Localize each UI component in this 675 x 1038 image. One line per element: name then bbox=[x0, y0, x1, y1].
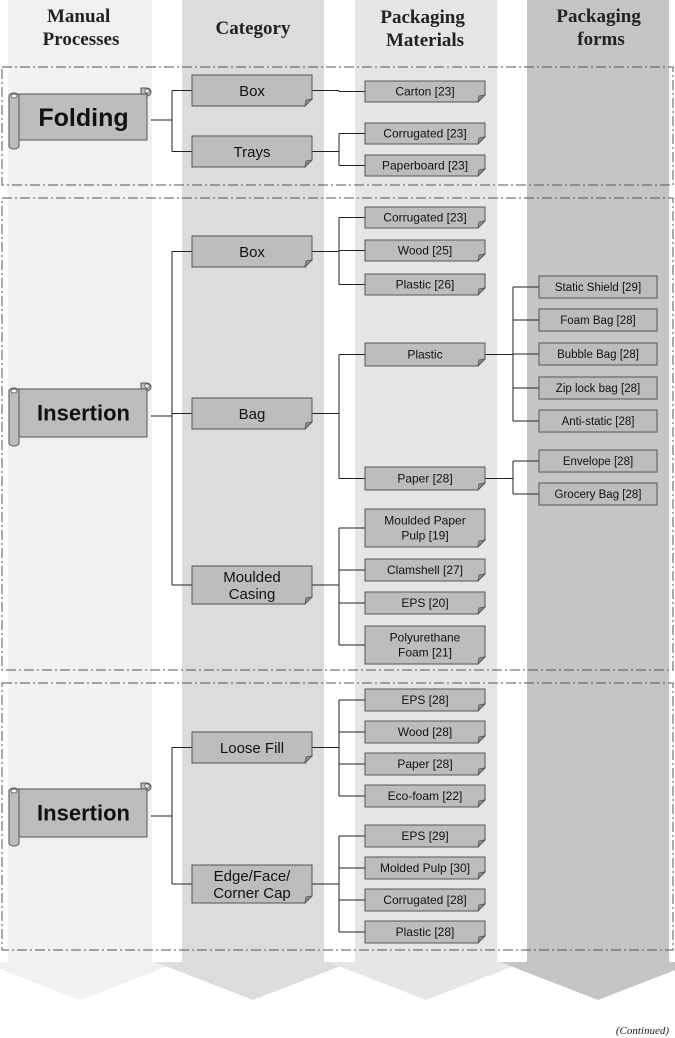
material-0-0-0-label: Carton [23] bbox=[395, 85, 454, 99]
continued-note: (Continued) bbox=[616, 1025, 669, 1037]
form-1-1-0-2-label: Bubble Bag [28] bbox=[557, 349, 639, 361]
material-2-1-0-label: EPS [29] bbox=[401, 829, 448, 843]
form-1-1-1-1-label: Grocery Bag [28] bbox=[555, 489, 642, 501]
form-1-1-0-1-label: Foam Bag [28] bbox=[560, 315, 635, 327]
process-0: Folding bbox=[8, 87, 152, 150]
category-0-1-label: Trays bbox=[234, 144, 271, 161]
category-1-0-label: Box bbox=[239, 244, 265, 261]
material-1-1-1-label: Paper [28] bbox=[397, 472, 452, 486]
material-2-0-1: Wood [28] bbox=[364, 720, 487, 745]
material-0-1-1-label: Paperboard [23] bbox=[382, 159, 468, 173]
material-1-0-2: Plastic [26] bbox=[364, 273, 487, 297]
material-1-0-0: Corrugated [23] bbox=[364, 206, 487, 230]
material-1-1-0-label: Plastic bbox=[407, 348, 442, 362]
form-1-1-1-0-label: Envelope [28] bbox=[563, 456, 633, 468]
process-2-label: Insertion bbox=[37, 801, 130, 826]
header-manual-processes: Manual Processes bbox=[43, 6, 120, 50]
section-insertion-2-frame bbox=[1, 682, 674, 951]
form-1-1-1-0: Envelope [28] bbox=[538, 449, 658, 473]
material-1-2-2-label: EPS [20] bbox=[401, 596, 448, 610]
material-1-2-2: EPS [20] bbox=[364, 591, 487, 616]
material-1-0-0-label: Corrugated [23] bbox=[383, 211, 466, 225]
material-2-1-0: EPS [29] bbox=[364, 824, 487, 849]
manual-processes-column-arrow bbox=[0, 0, 179, 1000]
material-2-0-0: EPS [28] bbox=[364, 688, 487, 713]
category-0-1: Trays bbox=[191, 135, 314, 169]
material-0-0-0: Carton [23] bbox=[364, 80, 487, 104]
connectors bbox=[151, 90, 539, 933]
packaging-materials-column-arrow bbox=[328, 0, 524, 1000]
material-2-1-3: Plastic [28] bbox=[364, 920, 487, 945]
material-2-1-2: Corrugated [28] bbox=[364, 888, 487, 913]
category-1-1-label: Bag bbox=[239, 406, 266, 423]
material-1-1-0: Plastic bbox=[364, 342, 487, 368]
form-1-1-0-3: Zip lock bag [28] bbox=[538, 376, 658, 400]
category-1-1: Bag bbox=[191, 397, 314, 431]
process-1: Insertion bbox=[8, 382, 152, 447]
category-0-0: Box bbox=[191, 74, 314, 108]
material-2-0-3: Eco-foam [22] bbox=[364, 784, 487, 809]
material-1-2-1: Clamshell [27] bbox=[364, 558, 487, 583]
header-packaging-materials: Packaging Materials bbox=[380, 7, 469, 51]
category-2-1-label: Edge/Face/Corner Cap bbox=[213, 868, 291, 902]
process-1-label: Insertion bbox=[37, 401, 130, 426]
form-1-1-0-0: Static Shield [29] bbox=[538, 275, 658, 299]
material-2-0-2-label: Paper [28] bbox=[397, 757, 452, 771]
material-2-0-1-label: Wood [28] bbox=[398, 725, 452, 739]
category-0-0-label: Box bbox=[239, 83, 265, 100]
category-1-0: Box bbox=[191, 235, 314, 269]
form-1-1-0-3-label: Zip lock bag [28] bbox=[556, 383, 640, 395]
form-1-1-1-1: Grocery Bag [28] bbox=[538, 482, 658, 506]
process-2: Insertion bbox=[8, 782, 152, 847]
material-2-0-0-label: EPS [28] bbox=[401, 693, 448, 707]
form-1-1-0-2: Bubble Bag [28] bbox=[538, 342, 658, 366]
category-2-0-label: Loose Fill bbox=[220, 740, 284, 757]
material-1-0-1: Wood [25] bbox=[364, 239, 487, 263]
category-2-1: Edge/Face/Corner Cap bbox=[191, 864, 314, 905]
material-2-1-2-label: Corrugated [28] bbox=[383, 893, 466, 907]
column-headers: Manual Processes Category Packaging Mate… bbox=[43, 6, 645, 51]
form-1-1-0-0-label: Static Shield [29] bbox=[555, 282, 641, 294]
material-1-0-1-label: Wood [25] bbox=[398, 244, 452, 258]
process-0-label: Folding bbox=[38, 104, 128, 132]
form-1-1-0-4-label: Anti-static [28] bbox=[562, 416, 635, 428]
material-2-1-1-label: Molded Pulp [30] bbox=[380, 861, 470, 875]
material-1-0-2-label: Plastic [26] bbox=[396, 278, 455, 292]
section-insertion-1-frame bbox=[1, 197, 674, 671]
material-0-1-0-label: Corrugated [23] bbox=[383, 127, 466, 141]
material-0-1-1: Paperboard [23] bbox=[364, 154, 487, 178]
material-2-1-3-label: Plastic [28] bbox=[396, 925, 455, 939]
material-0-1-0: Corrugated [23] bbox=[364, 122, 487, 146]
material-1-1-1: Paper [28] bbox=[364, 466, 487, 492]
category-2-0: Loose Fill bbox=[191, 731, 314, 765]
header-packaging-forms: Packaging forms bbox=[556, 6, 645, 50]
material-2-0-3-label: Eco-foam [22] bbox=[388, 789, 463, 803]
form-1-1-0-4: Anti-static [28] bbox=[538, 409, 658, 433]
section-frames bbox=[1, 66, 674, 951]
material-2-0-2: Paper [28] bbox=[364, 752, 487, 777]
header-category: Category bbox=[216, 18, 291, 39]
section-folding-frame bbox=[1, 66, 674, 186]
material-1-2-1-label: Clamshell [27] bbox=[387, 563, 463, 577]
form-1-1-0-1: Foam Bag [28] bbox=[538, 308, 658, 332]
material-2-1-1: Molded Pulp [30] bbox=[364, 856, 487, 881]
